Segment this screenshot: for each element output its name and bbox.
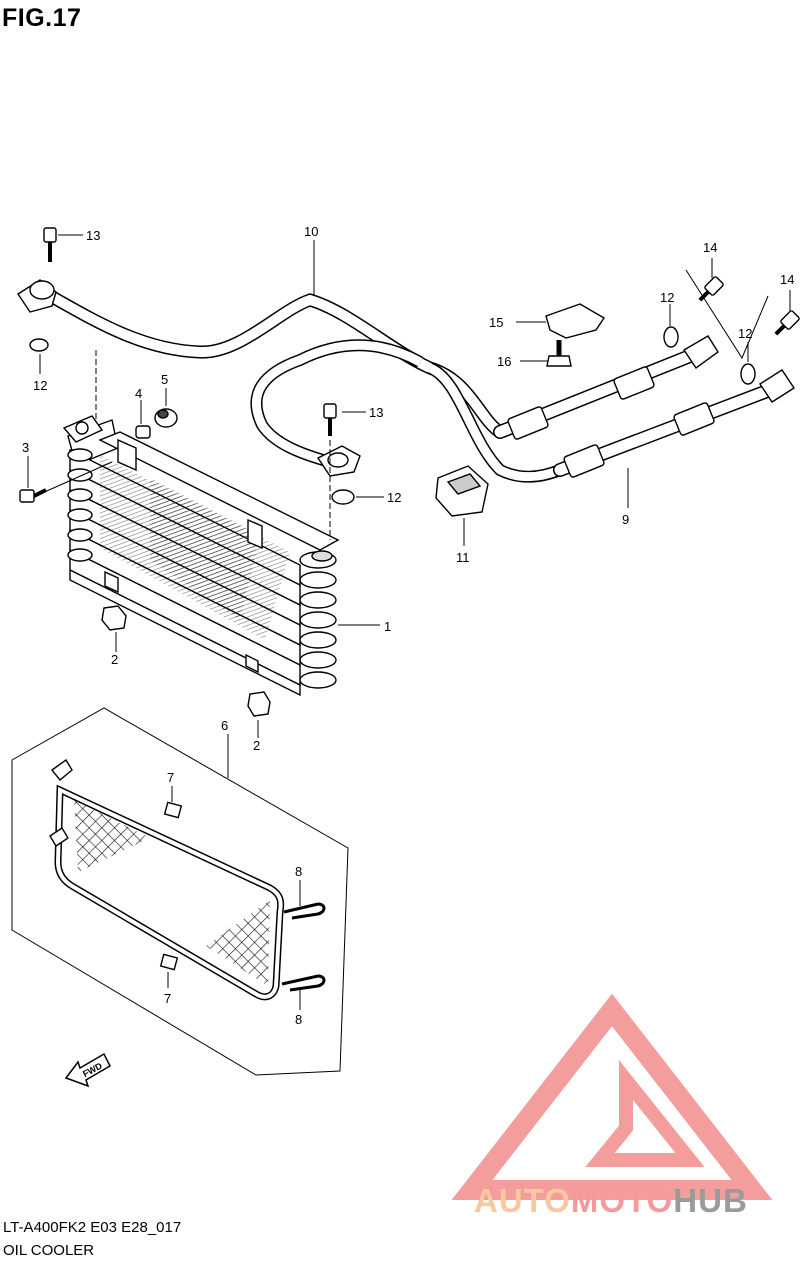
bolt-14-lower xyxy=(774,310,800,336)
cushion-5 xyxy=(154,408,178,428)
bolt-14-upper xyxy=(698,276,724,302)
bolt-13-upper xyxy=(43,227,57,262)
collar-4 xyxy=(135,425,151,439)
callout-13-upper: 13 xyxy=(86,228,100,243)
callout-12-center: 12 xyxy=(387,490,401,505)
cooler-guard xyxy=(49,758,285,1001)
callout-11: 11 xyxy=(456,550,470,565)
watermark-part-auto: AUTO xyxy=(474,1182,571,1219)
callout-7-lower: 7 xyxy=(164,991,171,1006)
cooler-bracket xyxy=(117,438,137,472)
oil-cooler-assembly xyxy=(62,415,340,697)
section-name: OIL COOLER xyxy=(3,1242,95,1259)
clip-2-right xyxy=(247,691,271,717)
callout-3: 3 xyxy=(22,440,29,455)
hose-end-lower xyxy=(759,369,795,403)
callout-2-right: 2 xyxy=(253,738,260,753)
callout-2-left: 2 xyxy=(111,652,118,667)
callout-4: 4 xyxy=(135,386,142,401)
callout-14-upper: 14 xyxy=(703,240,717,255)
cooler-right-tank xyxy=(299,550,337,689)
callout-13-lower: 13 xyxy=(369,405,383,420)
cooler-top-plate xyxy=(98,431,340,551)
clamp-15 xyxy=(545,303,605,339)
figure-label: FIG.17 xyxy=(2,4,82,32)
watermark-part-hub: HUB xyxy=(673,1182,748,1219)
o-ring-12-right-upper xyxy=(663,326,679,348)
cooler-left-tank xyxy=(67,448,93,562)
bolt-16 xyxy=(546,340,572,367)
nut-7-upper xyxy=(163,801,183,819)
o-ring-12-center xyxy=(331,489,355,505)
bolt-13-lower xyxy=(323,403,337,436)
oil-pipe-upper xyxy=(33,283,563,483)
callout-8-upper: 8 xyxy=(295,864,302,879)
bolt-3 xyxy=(19,488,47,503)
model-code: LT-A400FK2 E03 E28_017 xyxy=(3,1219,182,1236)
small-parts xyxy=(19,227,800,717)
hose-end-upper xyxy=(683,335,719,369)
guard-frame xyxy=(11,707,349,1076)
leader-lines xyxy=(27,234,791,1010)
logo-inner-mark xyxy=(585,1060,705,1167)
callout-14-lower: 14 xyxy=(780,272,794,287)
o-ring-12-right-lower xyxy=(740,363,756,385)
callout-6: 6 xyxy=(221,718,228,733)
guard-hardware xyxy=(159,801,326,992)
callout-16: 16 xyxy=(497,354,511,369)
watermark-part-moto: MOTO xyxy=(571,1182,673,1219)
pipe-flanges xyxy=(17,279,361,477)
clip-2-left xyxy=(101,605,127,631)
callout-labels: 13 10 12 4 5 13 3 12 1 2 2 6 7 7 8 8 9 1… xyxy=(22,224,794,1027)
cooler-core xyxy=(69,448,301,697)
cooler-lower-tab-right xyxy=(245,653,259,674)
callout-15: 15 xyxy=(489,315,503,330)
nut-7-lower xyxy=(159,953,179,971)
logo-outer-triangle xyxy=(451,993,773,1200)
callout-12-right-upper: 12 xyxy=(660,290,674,305)
frame-lines xyxy=(11,269,769,1076)
bracket-8-upper xyxy=(283,902,326,920)
cooler-lower-tab-left xyxy=(104,570,119,594)
callout-12-right-lower: 12 xyxy=(738,326,752,341)
forward-arrow-icon: FWD xyxy=(64,1052,111,1088)
o-ring-12-left xyxy=(29,338,49,352)
callout-5: 5 xyxy=(161,372,168,387)
callout-8-lower: 8 xyxy=(295,1012,302,1027)
hose-end-frame xyxy=(685,269,769,360)
watermark-text: AUTOMOTOHUB xyxy=(474,1182,748,1219)
callout-7-upper: 7 xyxy=(167,770,174,785)
hose-crimp-fittings xyxy=(507,335,795,478)
callout-10: 10 xyxy=(304,224,318,239)
cooler-upper-tab xyxy=(247,518,263,550)
bracket-8-lower xyxy=(281,974,326,992)
callout-1: 1 xyxy=(384,619,391,634)
watermark-logo xyxy=(451,993,773,1200)
callout-12-left: 12 xyxy=(33,378,47,393)
callout-9: 9 xyxy=(622,512,629,527)
